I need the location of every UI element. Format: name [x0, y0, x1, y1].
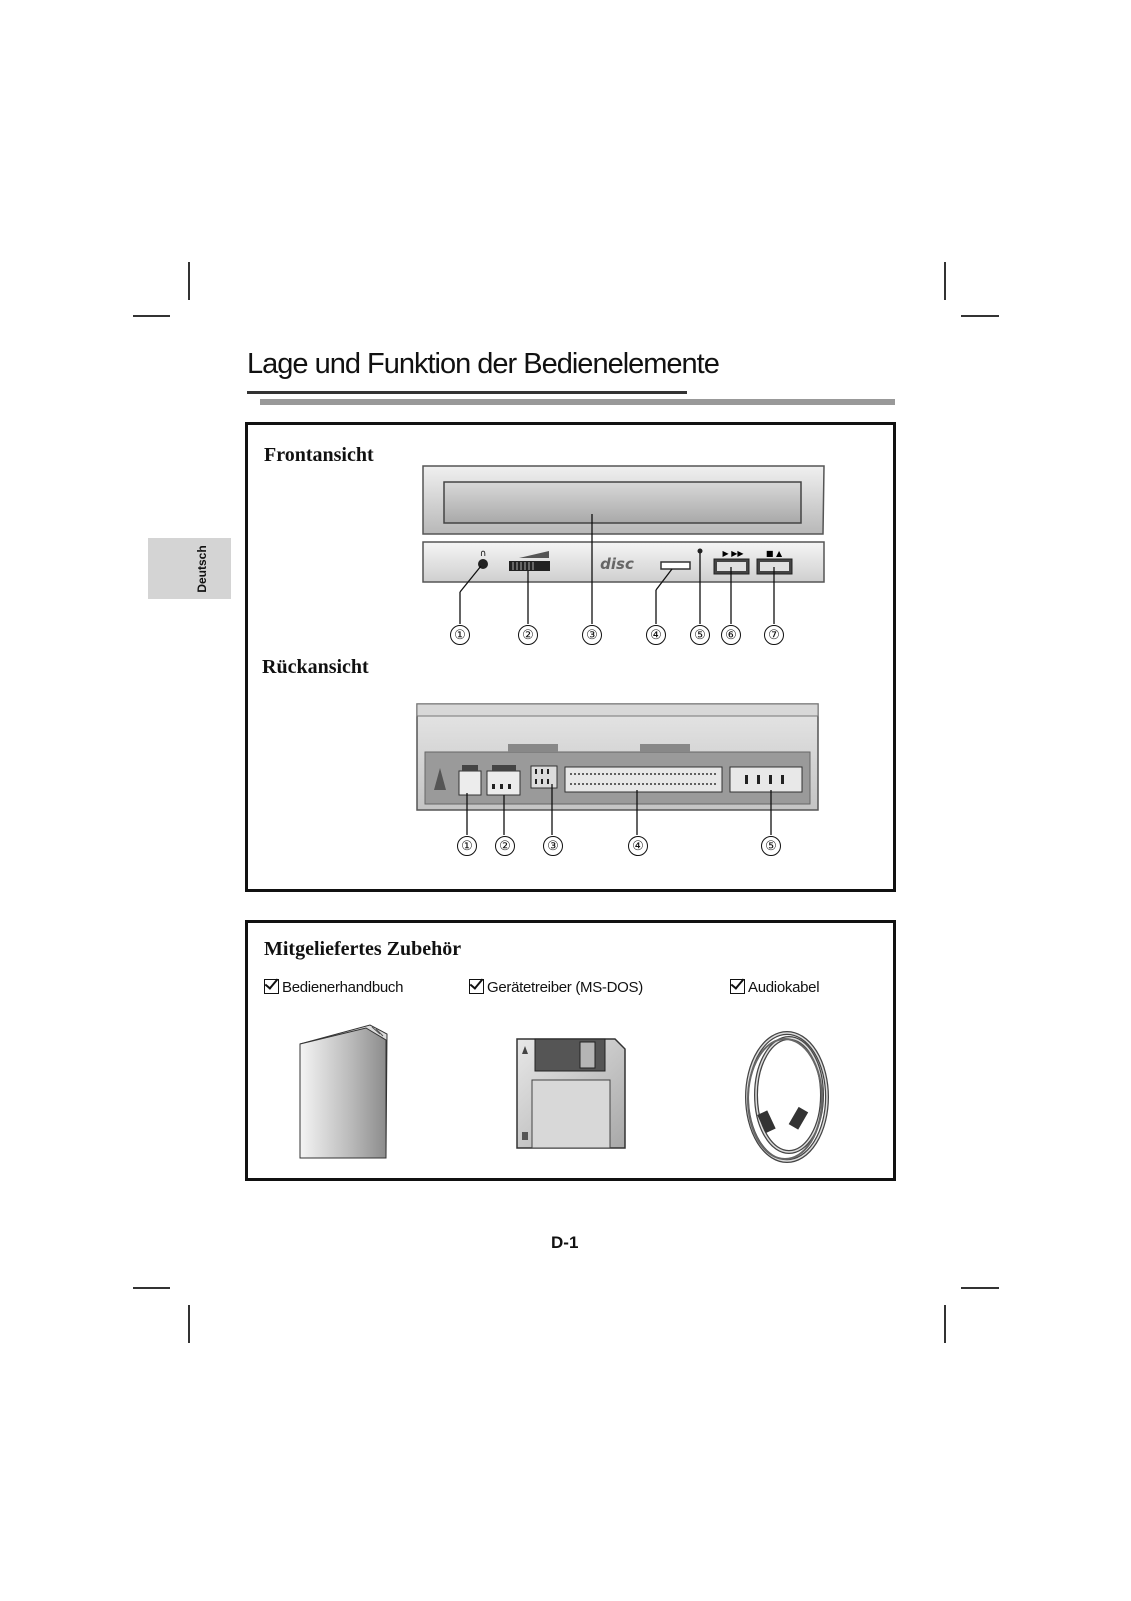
crop-mark [133, 315, 170, 317]
crop-mark [944, 1305, 946, 1343]
busy-indicator [660, 561, 691, 570]
jumper-block [530, 765, 558, 789]
rear-view-heading: Rückansicht [262, 656, 369, 678]
crop-mark [961, 1287, 999, 1289]
language-tab [148, 538, 231, 599]
crop-mark [944, 262, 946, 300]
front-callout-3: ③ [582, 625, 602, 645]
crop-mark [188, 262, 190, 300]
page-number: D-1 [551, 1233, 579, 1252]
front-callout-5: ⑤ [690, 625, 710, 645]
rear-callout-4: ④ [628, 836, 648, 856]
accessory-item-manual: Bedienerhandbuch [264, 979, 403, 996]
stop-eject-icon: ■ ▲ [766, 549, 783, 558]
rear-callout-2: ② [495, 836, 515, 856]
disc-logo: disc [600, 555, 634, 573]
ventilation-notch [434, 768, 446, 790]
title-rule [247, 391, 687, 394]
play-skip-icon: ▶ ▶▶ [723, 549, 745, 558]
emergency-eject-hole [697, 548, 703, 554]
disc-tray [443, 481, 802, 524]
front-callout-1: ① [450, 625, 470, 645]
accessory-item-audio-cable: Audiokabel [730, 979, 820, 996]
crop-mark [188, 1305, 190, 1343]
front-callout-2: ② [518, 625, 538, 645]
floppy-disk-icon [516, 1038, 626, 1149]
checkbox-checked-icon [730, 979, 745, 994]
checkbox-checked-icon [469, 979, 484, 994]
crop-mark [133, 1287, 170, 1289]
power-connector [729, 766, 803, 793]
rear-callout-1: ① [457, 836, 477, 856]
controls-box [245, 422, 896, 892]
rear-callout-3: ③ [543, 836, 563, 856]
accessory-item-driver: Gerätetreiber (MS-DOS) [469, 979, 643, 996]
front-callout-6: ⑥ [721, 625, 741, 645]
volume-indicator-icon [519, 551, 549, 558]
rear-callout-5: ⑤ [761, 836, 781, 856]
accessories-heading: Mitgeliefertes Zubehör [264, 938, 462, 960]
checkbox-checked-icon [264, 979, 279, 994]
manual-icon [299, 1024, 388, 1159]
audio-cable-icon [745, 1031, 829, 1163]
front-callout-4: ④ [646, 625, 666, 645]
accessories-box [245, 920, 896, 1181]
ide-interface-connector [564, 766, 723, 793]
headphone-icon: ∩ [480, 549, 487, 559]
title-rule-shadow [260, 399, 895, 405]
front-view-heading: Frontansicht [264, 444, 374, 466]
page-title: Lage und Funktion der Bedienelemente [247, 348, 720, 380]
front-callout-7: ⑦ [764, 625, 784, 645]
crop-mark [961, 315, 999, 317]
